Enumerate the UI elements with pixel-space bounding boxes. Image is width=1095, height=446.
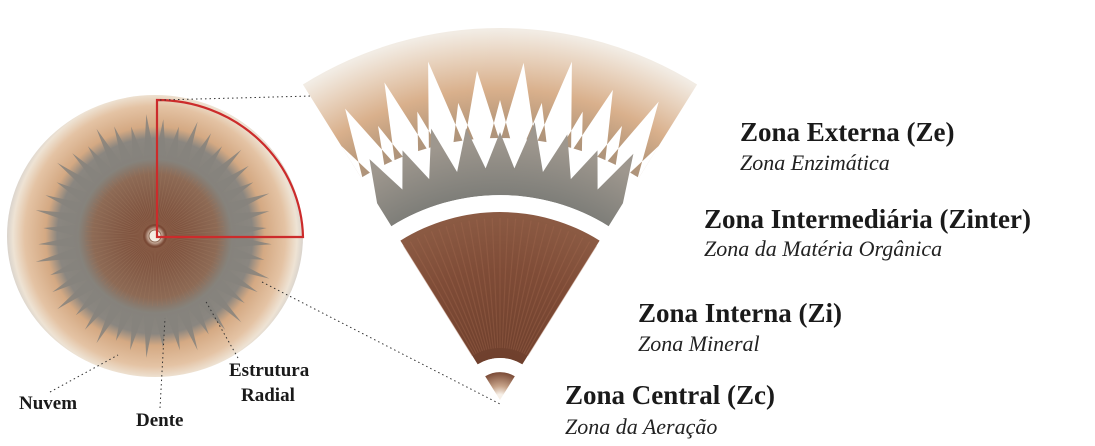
label-radial: Radial — [241, 385, 295, 407]
zone-zc-subtitle: Zona da Aeração — [565, 415, 717, 439]
zone-ze-name: Zona Externa (Ze) — [740, 117, 954, 147]
zone-zi-subtitle: Zona Mineral — [638, 332, 760, 356]
zone-zinter-subtitle: Zona da Matéria Orgânica — [704, 237, 942, 261]
zone-zinter-name: Zona Intermediária (Zinter) — [704, 204, 1031, 234]
label-dente: Dente — [136, 410, 183, 432]
label-estrutura: Estrutura — [229, 360, 309, 382]
zone-zc-name: Zona Central (Zc) — [565, 380, 775, 410]
label-nuvem: Nuvem — [19, 393, 77, 415]
zone-ze-subtitle: Zona Enzimática — [740, 151, 890, 175]
zone-central-band — [485, 372, 515, 400]
zone-zi-name: Zona Interna (Zi) — [638, 298, 842, 328]
